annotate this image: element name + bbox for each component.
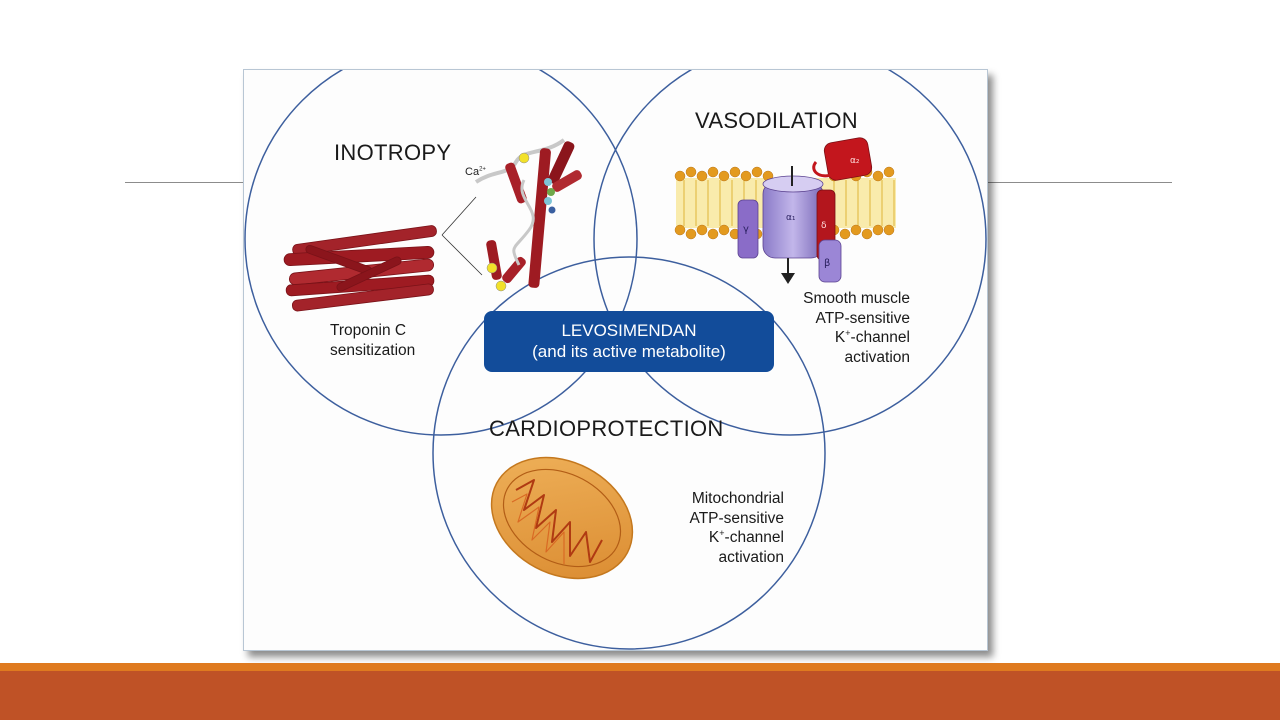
footer-bar xyxy=(0,671,1280,720)
cardioprotection-circle xyxy=(432,256,826,650)
levosimendan-mechanism-figure: α₁ α₂ γ δ β INOTROPY VASODILATION CARDIO… xyxy=(243,69,988,651)
drug-name: LEVOSIMENDAN xyxy=(561,321,697,340)
svg-text:β: β xyxy=(824,258,830,269)
slide-title-rule-right xyxy=(988,182,1172,183)
footer-accent-line xyxy=(0,663,1280,671)
cardioprotection-heading: CARDIOPROTECTION xyxy=(489,416,724,441)
svg-text:α₂: α₂ xyxy=(850,156,860,166)
vasodilation-circle xyxy=(593,70,987,436)
svg-text:δ: δ xyxy=(821,221,827,231)
inotropy-heading: INOTROPY xyxy=(334,140,452,165)
troponin-c-structure-icon xyxy=(474,138,582,292)
calcium-ion-label: Ca2+ xyxy=(465,166,486,178)
slide-title-rule-left xyxy=(125,182,243,183)
zoom-callout-lines xyxy=(441,196,483,276)
levosimendan-label-box: LEVOSIMENDAN (and its active metabolite) xyxy=(484,311,774,372)
muscle-fibers-icon xyxy=(283,225,437,312)
k-atp-channel-icon: α₁ α₂ γ δ β xyxy=(737,137,873,284)
inotropy-circle xyxy=(244,70,638,436)
inotropy-caption: Troponin C sensitization xyxy=(330,322,416,359)
vasodilation-caption: Smooth muscle ATP-sensitive K+-channel a… xyxy=(803,290,910,366)
drug-subtitle: (and its active metabolite) xyxy=(532,342,726,361)
svg-text:γ: γ xyxy=(743,224,749,235)
cardioprotection-caption: Mitochondrial ATP-sensitive K+-channel a… xyxy=(689,490,784,566)
diagram-drawing: α₁ α₂ γ δ β xyxy=(244,70,987,650)
vasodilation-heading: VASODILATION xyxy=(695,108,858,133)
svg-text:α₁: α₁ xyxy=(786,213,796,223)
mitochondrion-icon xyxy=(490,456,634,580)
